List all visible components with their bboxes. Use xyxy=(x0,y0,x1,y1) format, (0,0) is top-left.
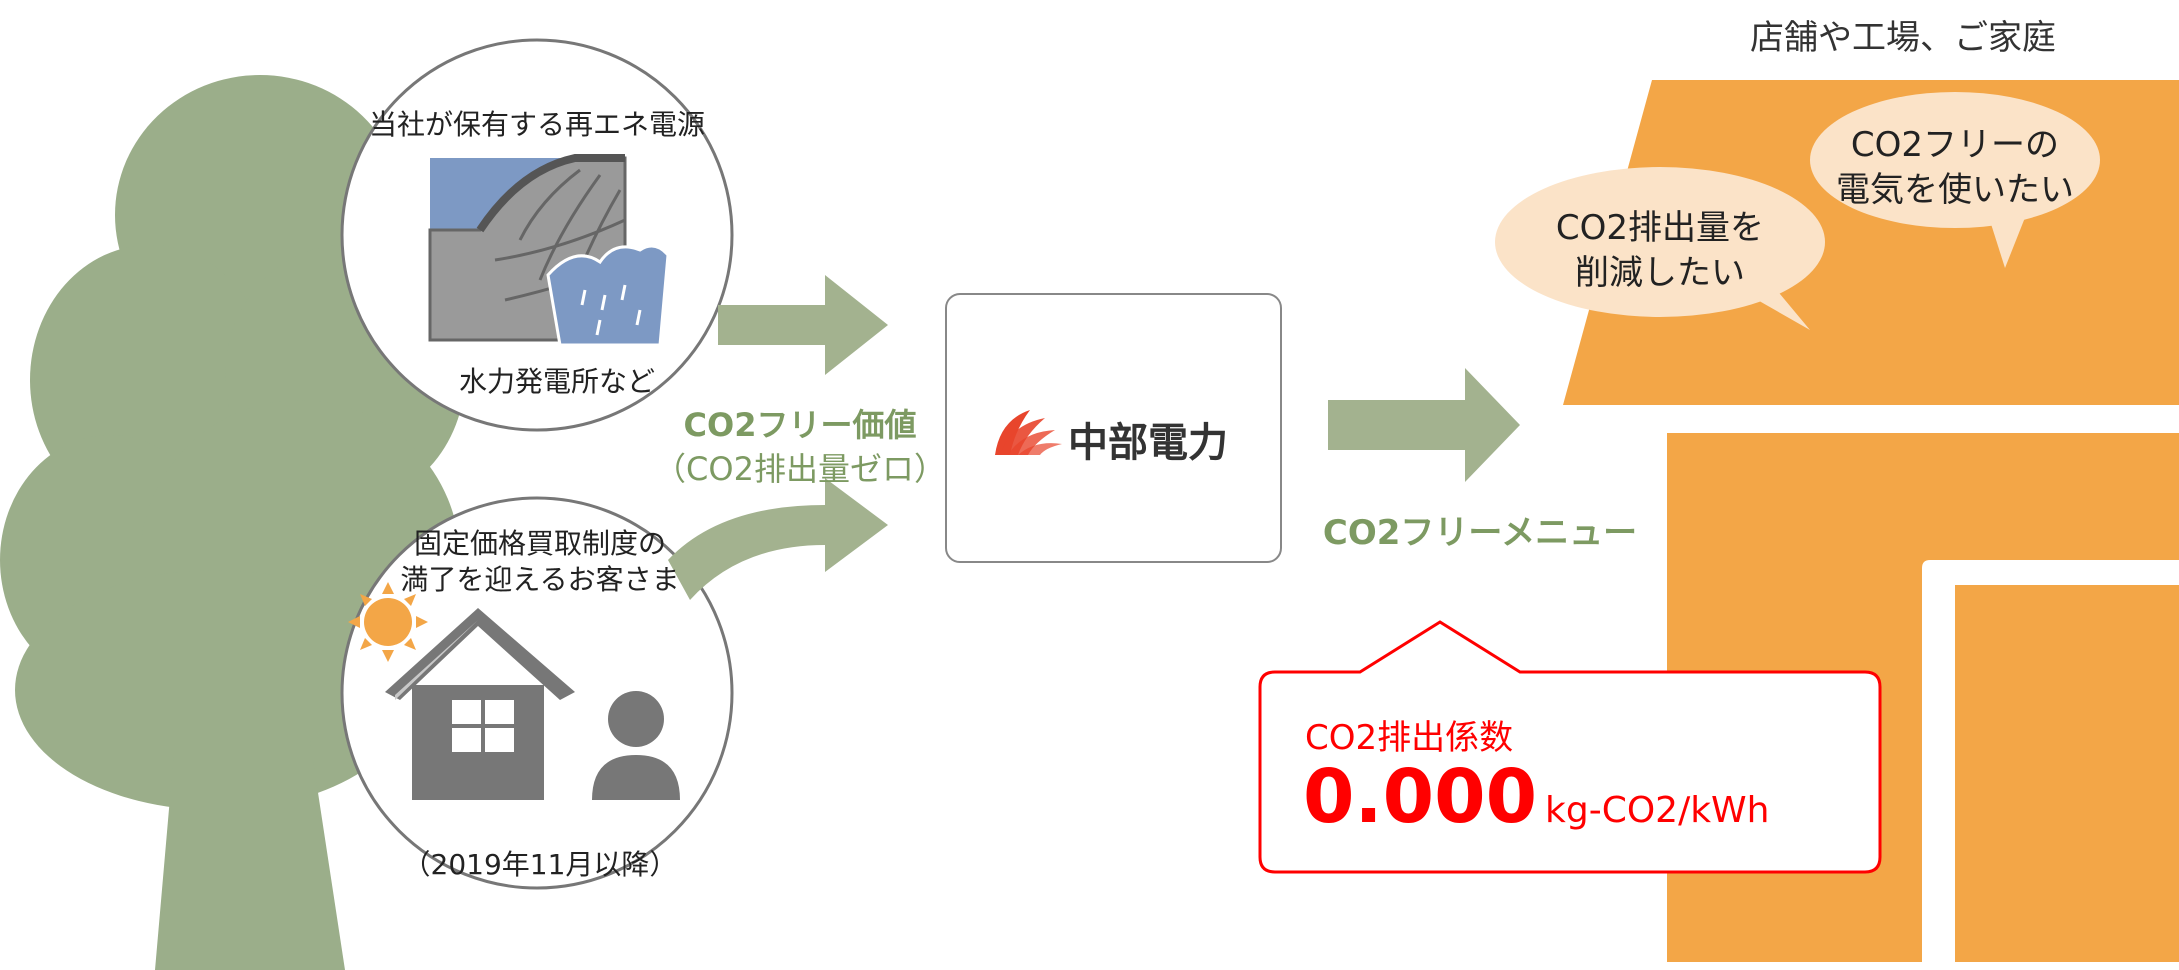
emission-callout xyxy=(1258,620,1882,874)
co2-free-menu-label: CO2フリーメニュー xyxy=(1322,513,1638,553)
bubble2-line1: CO2フリーの xyxy=(1850,125,2060,165)
dam-icon xyxy=(428,154,670,347)
date-note: （2019年11月以降） xyxy=(402,848,678,881)
bubble2-line2: 電気を使いたい xyxy=(1836,170,2074,210)
co2-free-value-subtitle: （CO2排出量ゼロ） xyxy=(654,450,946,488)
house-building xyxy=(1955,585,2179,962)
fit-caption-line1: 固定価格買取制度の xyxy=(413,527,666,560)
sun-icon xyxy=(348,582,428,662)
emission-label: CO2排出係数 xyxy=(1305,718,1514,758)
fit-caption-line2: 満了を迎えるお客さま xyxy=(400,563,680,596)
house-icon xyxy=(385,608,575,800)
customers-title: 店舗や工場、ご家庭 xyxy=(1750,18,2056,58)
hydro-sub-caption: 水力発電所など xyxy=(458,365,655,398)
speech-bubble-2 xyxy=(1810,92,2100,268)
arrow-right xyxy=(1328,368,1520,482)
emission-value: 0.000 xyxy=(1303,754,1538,840)
speech-bubble-1 xyxy=(1495,167,1825,330)
arrow-bottom xyxy=(668,478,888,600)
person-icon xyxy=(592,691,680,800)
co2-free-value-title: CO2フリー価値 xyxy=(683,406,917,444)
chubu-logo-icon xyxy=(995,410,1062,455)
bubble1-line1: CO2排出量を xyxy=(1555,208,1765,248)
arrow-top xyxy=(718,275,888,375)
emission-unit: kg-CO2/kWh xyxy=(1545,790,1770,831)
hydro-caption: 当社が保有する再エネ電源 xyxy=(368,108,705,141)
company-box xyxy=(945,293,1282,563)
tree-illustration xyxy=(0,75,465,970)
company-name: 中部電力 xyxy=(1068,420,1228,466)
bubble1-line2: 削減したい xyxy=(1575,253,1745,293)
